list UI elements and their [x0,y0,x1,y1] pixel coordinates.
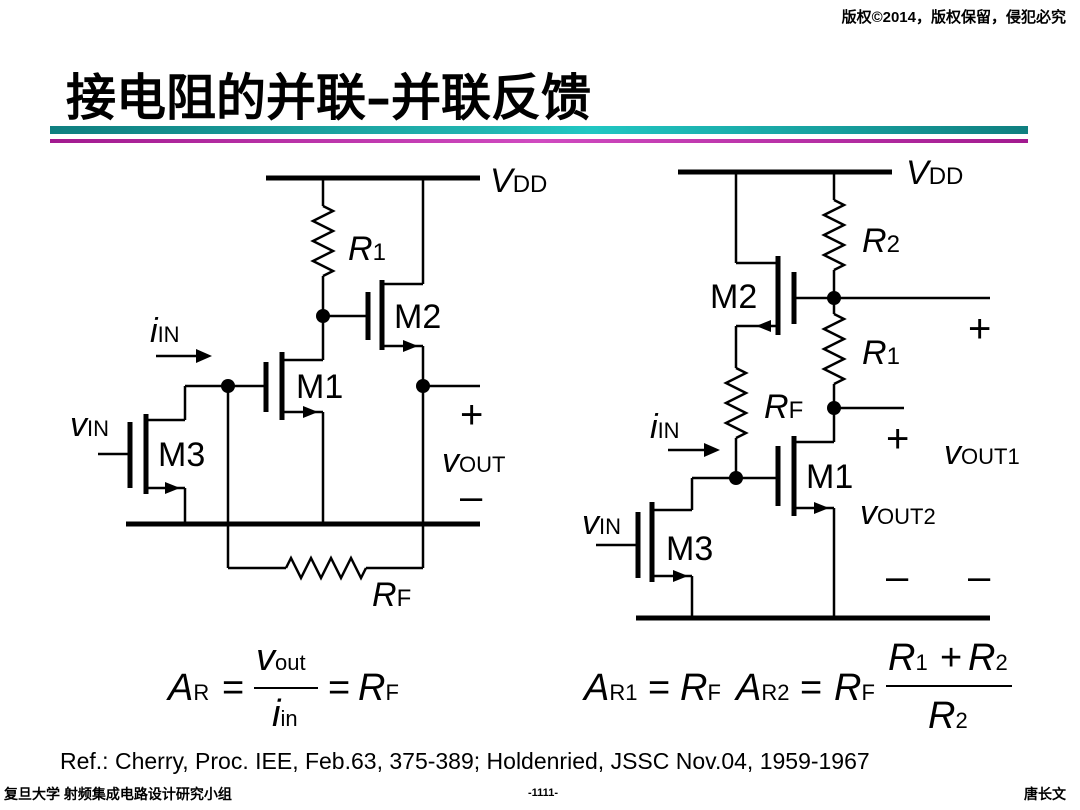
copyright-notice: 版权©2014，版权保留，侵犯必究 [841,9,1066,26]
right-r2-label: R2 [862,222,900,260]
right-plus2: + [886,417,909,461]
right-rf-label: RF [764,388,803,426]
left-m3-label: M3 [158,436,205,474]
right-node-r1-bottom [827,401,841,415]
right-circuit-marks [673,291,841,582]
left-eq-numerator: vout [256,637,306,679]
right-eq-rf2: RF [834,667,875,709]
right-plus1: + [968,307,991,351]
right-eq-equals2: = [800,667,822,709]
right-r2-resistor [821,198,847,272]
right-eq-numerator-r1: R1 [888,637,928,679]
left-circuit [98,175,480,581]
left-node-r1-m2gate [316,309,330,323]
right-minus1: – [886,555,909,599]
left-equation: AR = vout iin = RF [166,637,399,735]
title-underline-teal [50,126,1028,134]
left-eq-denominator: iin [272,693,298,735]
right-vin-label: vIN [582,504,621,542]
right-r1-label: R1 [862,334,900,372]
reference-line: Ref.: Cherry, Proc. IEE, Feb.63, 375-389… [60,748,870,774]
right-m1-label: M1 [806,458,853,496]
left-m2-label: M2 [394,298,441,336]
right-eq-numerator-r2: R2 [968,637,1008,679]
footer-author: 唐长文 [1024,786,1066,802]
left-eq-rf: RF [358,667,399,709]
right-vout2-label: vOUT2 [860,494,936,532]
left-minus-sign: – [460,475,483,519]
right-eq-rf1: RF [680,667,721,709]
left-circuit-labels: VDD R1 M2 M1 M3 iIN vIN + vOUT – RF [70,162,547,614]
right-eq-denominator: R2 [928,695,968,737]
left-circuit-marks [165,309,430,494]
right-m3-label: M3 [666,530,713,568]
right-m2-label: M2 [710,278,757,316]
title-underline-magenta [50,139,1028,143]
right-eq-numerator-plus: + [940,637,962,679]
left-eq-equals1: = [222,667,244,709]
left-plus-sign: + [460,393,483,437]
left-vdd-label: VDD [490,162,547,200]
right-eq-ar2: AR2 [734,667,789,709]
right-node-m2gate [827,291,841,305]
left-rf-label: RF [372,576,411,614]
left-m1-label: M1 [296,368,343,406]
right-r1-resistor [821,312,847,386]
left-r1-label: R1 [348,230,386,268]
right-equation: AR1 = RF AR2 = RF R1 + R2 R2 [582,637,1012,737]
left-iin-label: iIN [150,312,180,350]
right-minus2: – [968,555,991,599]
left-node-output [416,379,430,393]
right-rf-resistor [723,366,749,440]
left-eq-ar: AR [166,667,209,709]
left-r1-resistor [310,204,336,278]
footer-page-number: -1111- [528,787,558,799]
right-eq-equals1: = [648,667,670,709]
left-vin-label: vIN [70,406,109,444]
slide-title: 接电阻的并联–并联反馈 [66,68,591,127]
left-rf-resistor [284,555,368,581]
right-eq-ar1: AR1 [582,667,637,709]
left-vout-label: vOUT [442,442,505,480]
right-vdd-label: VDD [906,154,963,192]
right-circuit [596,169,990,621]
circuit-diagrams: VDD R1 M2 M1 M3 iIN vIN + vOUT – RF VDD … [70,154,1020,737]
footer-affiliation: 复旦大学 射频集成电路设计研究小组 [4,786,232,802]
right-iin-label: iIN [650,408,680,446]
left-node-input [221,379,235,393]
right-circuit-labels: VDD R2 M2 + R1 RF iIN + vOUT1 M1 vOUT2 v… [582,154,1020,599]
right-vout1-label: vOUT1 [944,434,1020,472]
left-eq-equals2: = [328,667,350,709]
right-node-input [729,471,743,485]
